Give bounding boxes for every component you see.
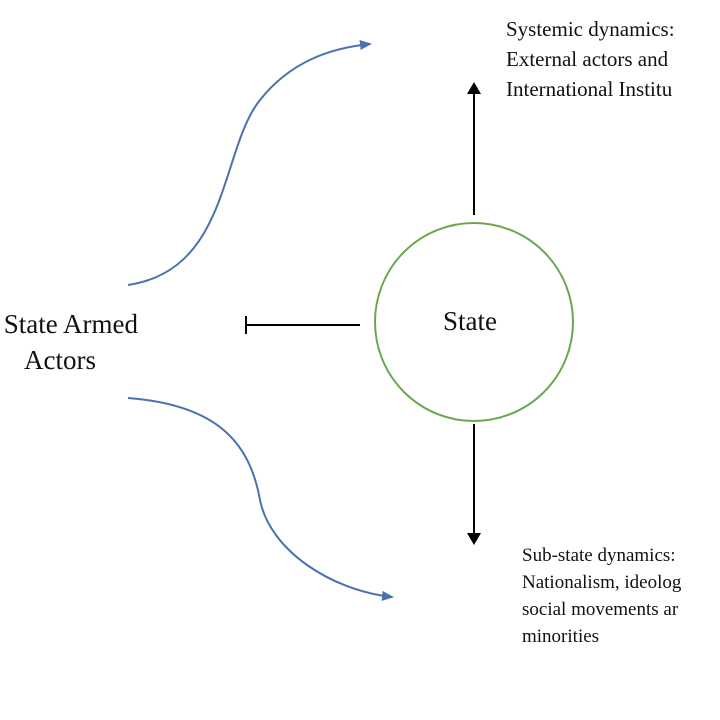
substate-line-2: Nationalism, ideolog (522, 572, 682, 593)
non-state-actors-line1: - State Armed (0, 309, 138, 339)
upper-curve-arrow (127, 40, 372, 286)
state-circle (374, 222, 574, 422)
state-label: State (443, 306, 497, 336)
lower-curve-arrow (127, 397, 394, 601)
substate-dynamics-label: Sub-state dynamics: Nationalism, ideolog… (522, 542, 681, 650)
non-state-actors-label: - State Armed Actors (0, 306, 138, 378)
substate-line-4: minorities (522, 626, 600, 647)
substate-line-1: Sub-state dynamics: (522, 545, 676, 566)
systemic-line-2: External actors and (506, 47, 669, 71)
systemic-dynamics-label: Systemic dynamics: External actors and I… (506, 14, 675, 104)
substate-line-3: social movements ar (522, 599, 679, 620)
non-state-actors-line2: Actors (24, 345, 96, 375)
systemic-line-3: International Institu (506, 77, 673, 101)
systemic-line-1: Systemic dynamics: (506, 17, 675, 41)
